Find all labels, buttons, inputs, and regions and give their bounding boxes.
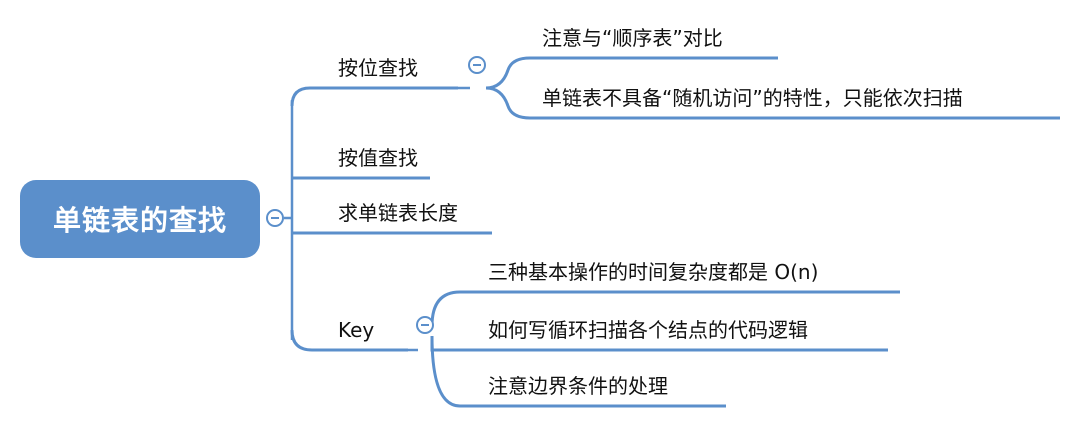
- collapse-minus-icon[interactable]: [266, 209, 284, 227]
- branch-key[interactable]: Key: [338, 318, 375, 342]
- leaf-loop-logic[interactable]: 如何写循环扫描各个结点的代码逻辑: [488, 318, 808, 342]
- connector-child-1-2: [485, 86, 1060, 120]
- leaf-time-complexity[interactable]: 三种基本操作的时间复杂度都是 O(n): [488, 260, 819, 284]
- root-topic[interactable]: 单链表的查找: [20, 180, 260, 258]
- collapse-minus-icon[interactable]: [416, 316, 434, 334]
- leaf-compare-sequential[interactable]: 注意与“顺序表”对比: [542, 26, 723, 50]
- branch-by-position[interactable]: 按位查找: [338, 56, 418, 80]
- connector-child-1-1: [485, 56, 778, 90]
- connector-child-4-3: [430, 335, 726, 408]
- leaf-boundary-conditions[interactable]: 注意边界条件的处理: [488, 374, 668, 398]
- root-topic-label: 单链表的查找: [52, 204, 227, 237]
- collapse-minus-icon[interactable]: [468, 56, 486, 74]
- connector-key: [290, 329, 408, 352]
- branch-length[interactable]: 求单链表长度: [338, 201, 458, 225]
- leaf-no-random-access[interactable]: 单链表不具备“随机访问”的特性，只能依次扫描: [542, 86, 963, 110]
- connector-by-position: [290, 86, 458, 107]
- branch-by-value[interactable]: 按值查找: [338, 146, 418, 170]
